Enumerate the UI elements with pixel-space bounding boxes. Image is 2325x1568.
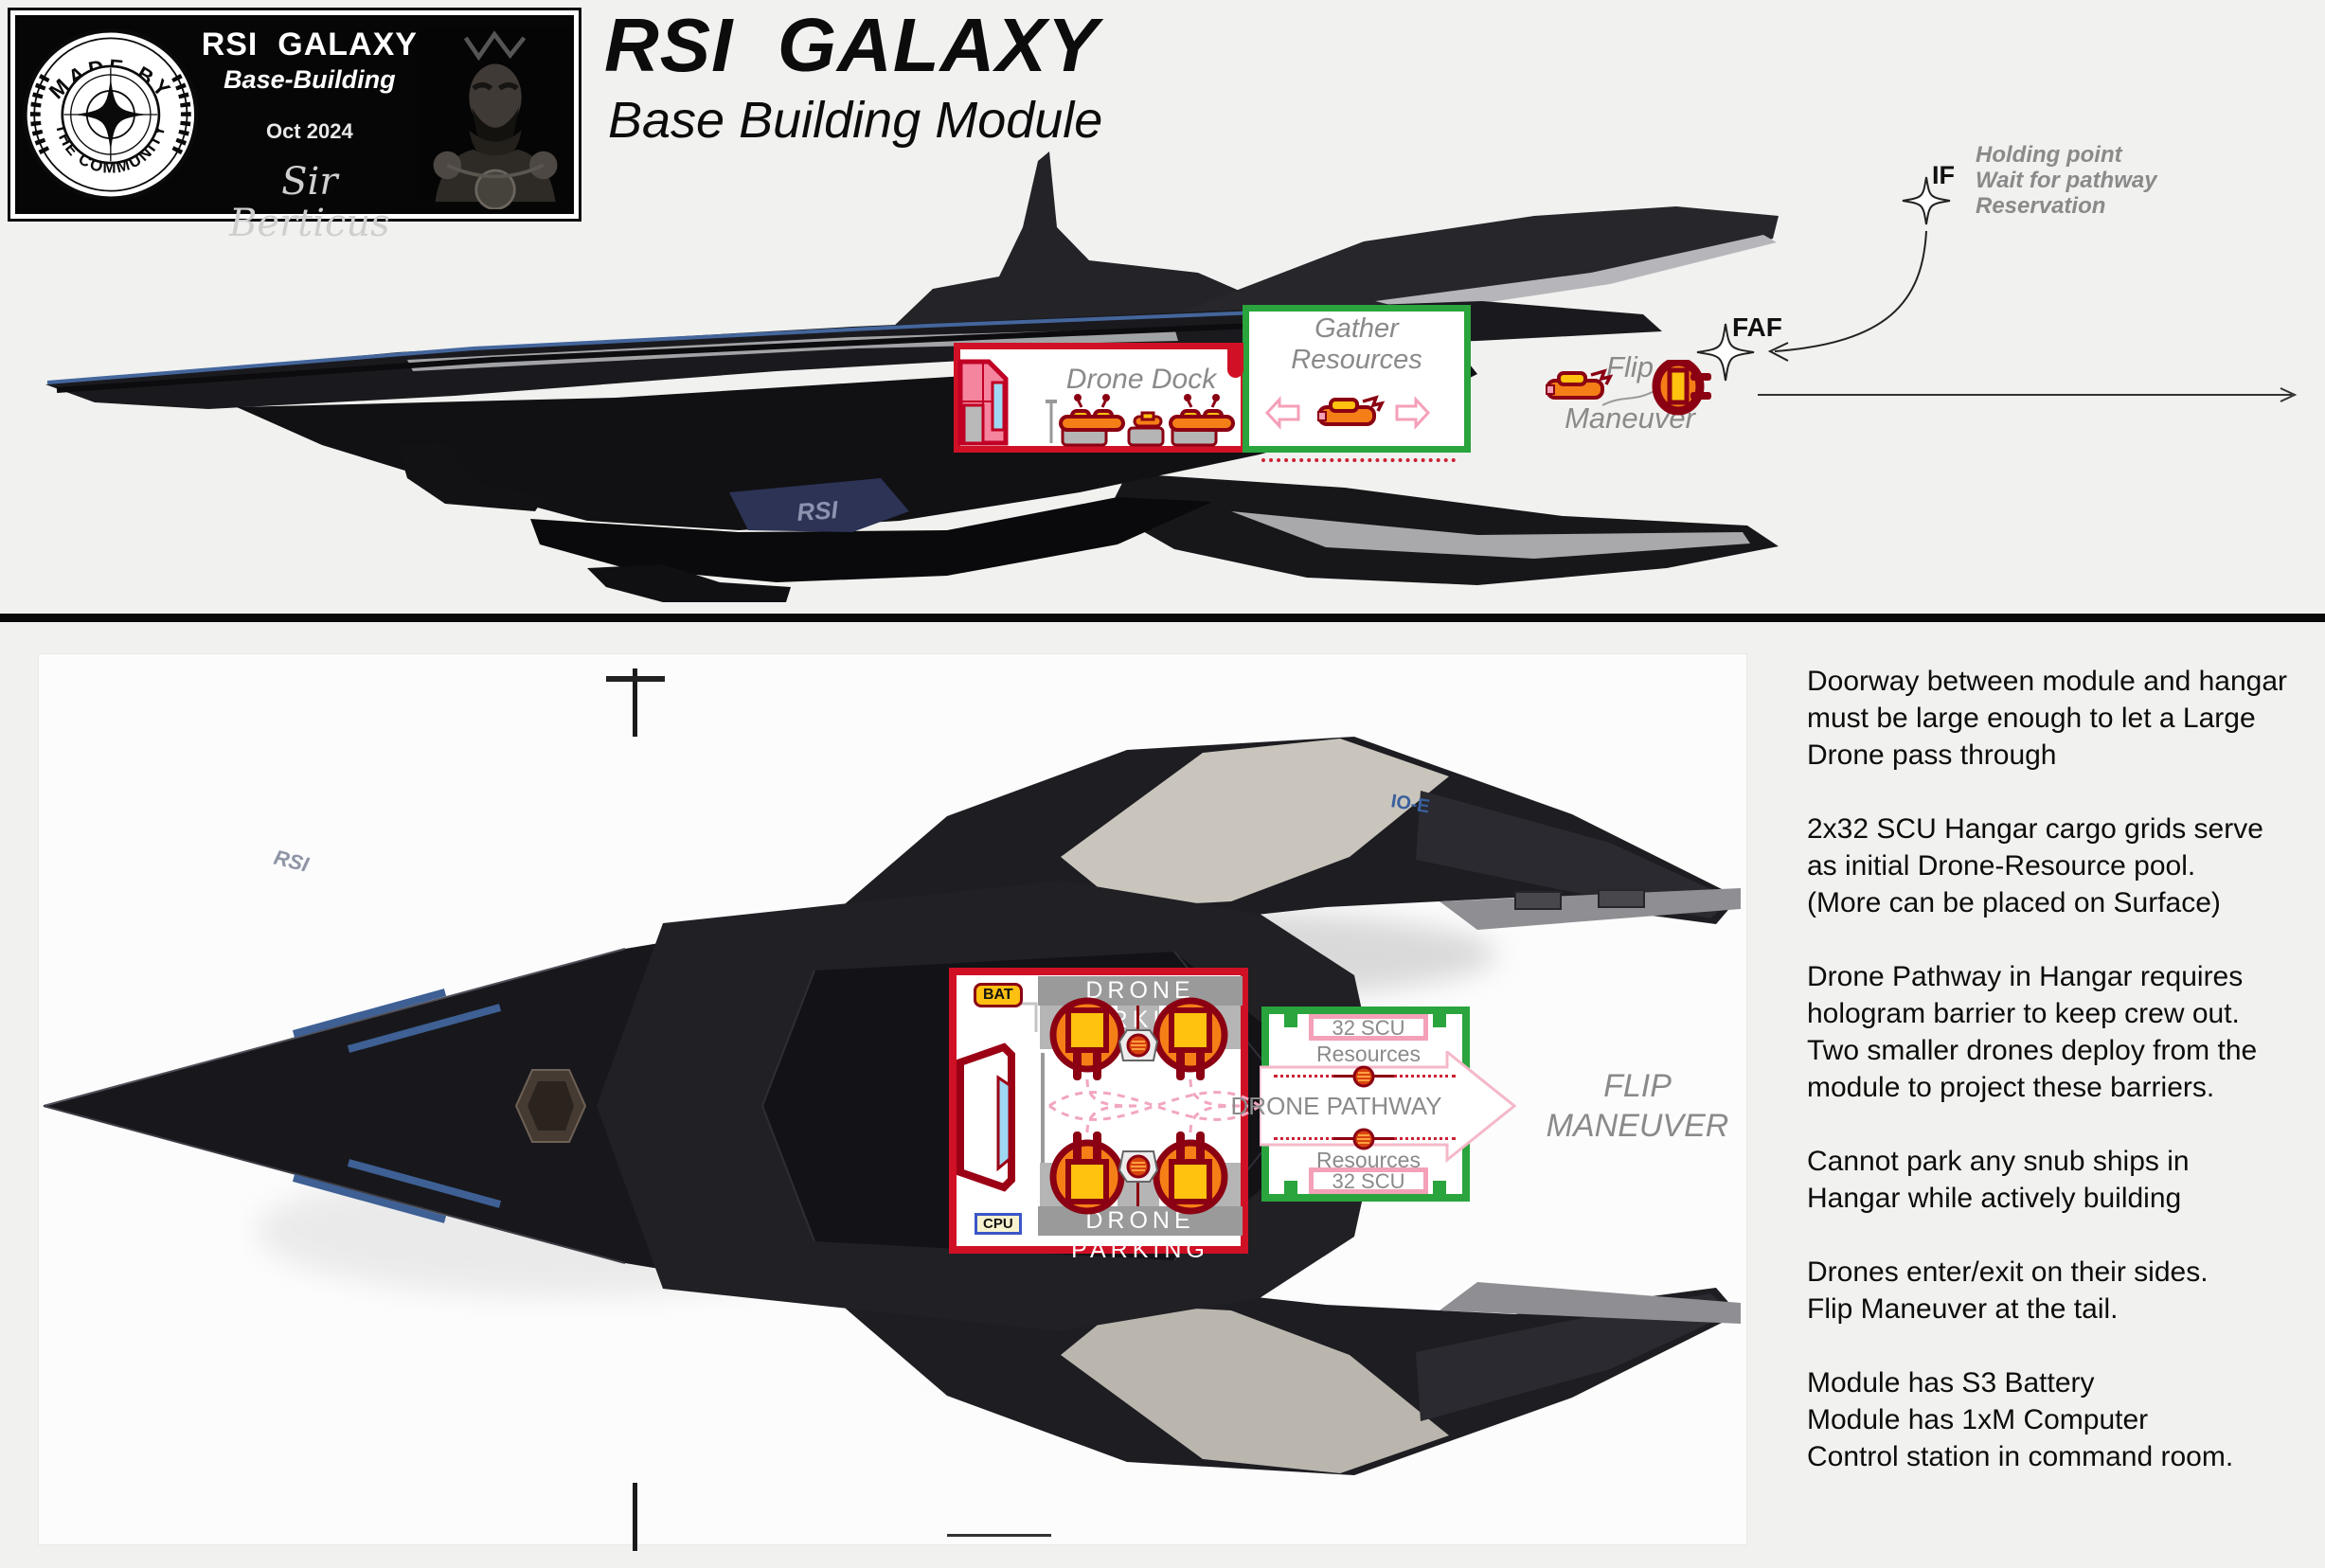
large-drone-icon (1153, 1131, 1228, 1215)
badge-date: Oct 2024 (265, 119, 353, 143)
hangar-notch (1448, 1180, 1462, 1194)
faf-star-icon (1696, 323, 1755, 382)
arrow-left-icon (1264, 396, 1300, 430)
gather-resources-art (1264, 395, 1431, 430)
community-badge: MADE BY THE COMMUNITY RSI GALAXY Base-Bu… (8, 8, 581, 244)
note-cargo-grids: 2x32 SCU Hangar cargo grids serve as ini… (1807, 813, 2263, 918)
gather-resources-label: Gather Resources (1291, 313, 1422, 375)
small-drone-icon (1118, 1150, 1159, 1183)
scu-grid-bottom: 32 SCU (1309, 1167, 1428, 1194)
note-drones-enter-exit: Drones enter/exit on their sides. Flip M… (1807, 1256, 2209, 1325)
battery-badge: BAT (974, 983, 1023, 1007)
pathway-drone-icon (1352, 1065, 1375, 1088)
faf-label: FAF (1732, 312, 1782, 342)
made-by-community-logo: MADE BY THE COMMUNITY (23, 28, 199, 201)
page-title: RSI GALAXY (604, 3, 1100, 87)
hangar-notch (1269, 1014, 1283, 1028)
gather-box-dots (1261, 458, 1456, 462)
badge-subtitle: Base-Building (224, 65, 396, 94)
hangar-tab (1284, 1014, 1297, 1027)
arrow-right-icon (1395, 396, 1431, 430)
large-drone-icon (1153, 997, 1228, 1080)
flip-maneuver-drones (1546, 360, 1711, 416)
resources-top-label: Resources (1316, 1042, 1421, 1066)
if-star-icon (1902, 176, 1951, 225)
flip-maneuver-label: FLIP MANEUVER (1546, 1068, 1729, 1144)
note-module-equipment: Module has S3 Battery Module has 1xM Com… (1807, 1367, 2234, 1472)
hangar-notch (1269, 1180, 1283, 1194)
hangar-tab (1433, 1014, 1446, 1027)
large-drone-icon (1049, 1131, 1125, 1215)
side-ship-rsi-marking: RSI (796, 495, 839, 526)
if-label: IF (1932, 161, 1955, 189)
small-drone-icon (1118, 1029, 1159, 1061)
notes-column: Doorway between module and hangar must b… (1807, 663, 2323, 1512)
page-subtitle: Base Building Module (608, 92, 1103, 149)
badge-author-last: Berticus (228, 202, 390, 245)
drone-pathway-label: DRONE PATHWAY (1230, 1092, 1442, 1120)
badge-author-first: Sir (281, 160, 338, 204)
badge-title: RSI GALAXY (201, 27, 418, 62)
hangar-notch (1448, 1014, 1462, 1028)
section-divider (0, 614, 2325, 622)
holding-point-note: Holding point Wait for pathway Reservati… (1976, 142, 2157, 219)
scu-grid-top: 32 SCU (1309, 1014, 1428, 1041)
flip-squiggle (1601, 387, 1660, 406)
large-drone-icon (1049, 997, 1125, 1080)
cpu-badge: CPU (975, 1213, 1022, 1235)
author-portrait (417, 27, 573, 209)
pathway-curve-arrow (1774, 230, 1927, 352)
gather-drone-icon (1317, 395, 1386, 426)
drone-side-icon (1546, 368, 1614, 400)
note-snub-ships: Cannot park any snub ships in Hangar whi… (1807, 1146, 2190, 1214)
note-doorway: Doorway between module and hangar must b… (1807, 666, 2287, 771)
hangar-tab (1284, 1181, 1297, 1194)
note-hologram-barrier: Drone Pathway in Hangar requires hologra… (1807, 961, 2258, 1103)
drone-dock-label: Drone Dock (1065, 364, 1217, 395)
hangar-tab (1433, 1181, 1446, 1194)
